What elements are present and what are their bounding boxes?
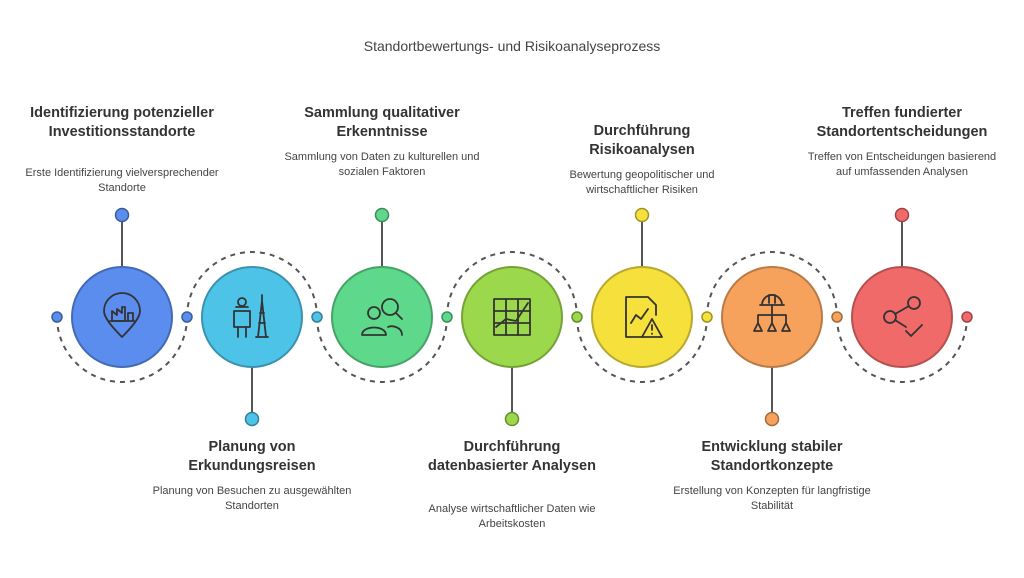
step-1-description: Erste Identifizierung vielversprechender…	[25, 167, 219, 194]
step-3-description: Sammlung von Daten zu kulturellen und so…	[284, 151, 480, 178]
hardhat-hierarchy-icon	[753, 294, 791, 332]
step-2-description: Planung von Besuchen zu ausgewählten Sta…	[152, 485, 352, 512]
step-circle-7	[851, 266, 953, 368]
junction-dot-2	[181, 311, 193, 323]
traveler-eiffel-icon	[233, 294, 269, 338]
step-1-title: Identifizierung potenzieller Investition…	[30, 105, 214, 140]
connector-arc-7	[836, 316, 968, 383]
step-4-description: Analyse wirtschaftlicher Daten wie Arbei…	[428, 503, 596, 530]
stem-dot-5	[634, 207, 650, 223]
factory-location-icon	[103, 292, 141, 338]
spreadsheet-chart-icon	[493, 298, 531, 336]
stem-dot-6	[764, 411, 780, 427]
junction-dot-8	[961, 311, 973, 323]
step-circle-2	[201, 266, 303, 368]
share-check-icon	[883, 296, 923, 337]
stem-dot-7	[894, 207, 910, 223]
step-circle-3	[331, 266, 433, 368]
step-circle-4	[461, 266, 563, 368]
junction-dot-3	[311, 311, 323, 323]
connector-arc-2	[186, 251, 318, 318]
stem-dot-3	[374, 207, 390, 223]
step-6-description: Erstellung von Konzepten für langfristig…	[673, 485, 871, 512]
step-circle-1	[71, 266, 173, 368]
step-7-title: Treffen fundierter Standortentscheidunge…	[816, 105, 988, 140]
step-3-title: Sammlung qualitativer Erkenntnisse	[304, 105, 460, 140]
junction-dot-4	[441, 311, 453, 323]
junction-dot-6	[701, 311, 713, 323]
diagram-title: Standortbewertungs- und Risikoanalysepro…	[363, 38, 661, 54]
stem-dot-1	[114, 207, 130, 223]
step-5-description: Bewertung geopolitischer und wirtschaftl…	[569, 169, 715, 196]
step-2-title: Planung von Erkundungsreisen	[188, 439, 316, 474]
stem-dot-4	[504, 411, 520, 427]
connector-arc-4	[446, 251, 578, 318]
junction-dot-1	[51, 311, 63, 323]
connector-arc-1	[56, 316, 188, 383]
step-4-title: Durchführung datenbasierter Analysen	[428, 439, 596, 474]
connector-arc-5	[576, 316, 708, 383]
people-search-icon	[361, 298, 403, 336]
junction-dot-5	[571, 311, 583, 323]
step-5-title: Durchführung Risikoanalysen	[589, 123, 695, 158]
stem-dot-2	[244, 411, 260, 427]
connector-arc-6	[706, 251, 838, 318]
step-7-description: Treffen von Entscheidungen basierend auf…	[807, 151, 997, 178]
connector-arc-3	[316, 316, 448, 383]
risk-document-icon	[625, 296, 663, 338]
junction-dot-7	[831, 311, 843, 323]
step-6-title: Entwicklung stabiler Standortkonzepte	[701, 439, 843, 474]
